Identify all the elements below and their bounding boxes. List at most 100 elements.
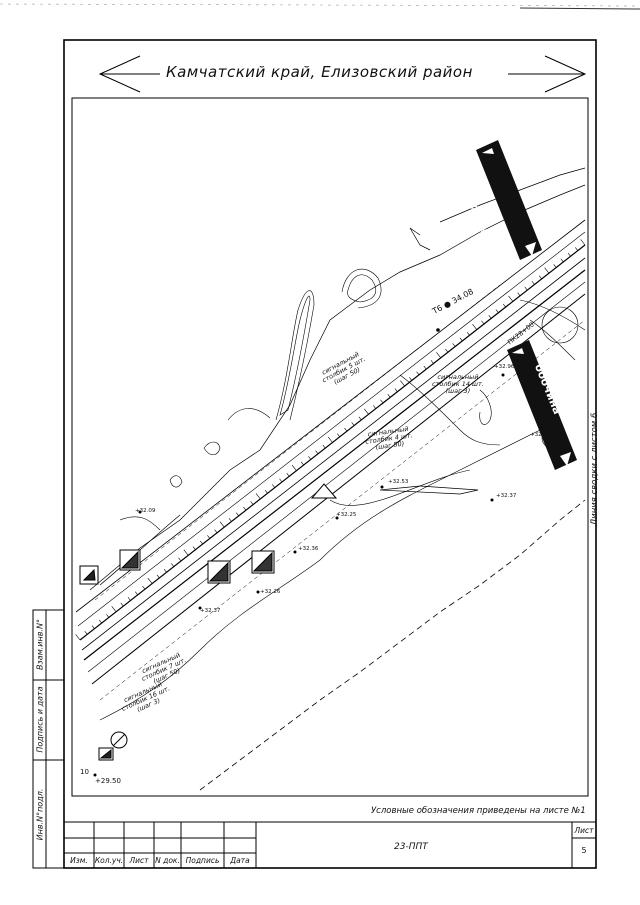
road-tick xyxy=(84,631,88,635)
road-tick xyxy=(466,331,470,336)
left-strip xyxy=(32,609,65,869)
road-ticks xyxy=(75,239,586,641)
road-tick xyxy=(472,323,478,330)
signal-post-2-line1: сигнальный xyxy=(437,373,479,381)
elevation-label: +32.53 xyxy=(388,479,409,485)
road-tick xyxy=(250,501,254,505)
road-tick xyxy=(430,360,434,364)
lane-arrow-plate-upper xyxy=(476,140,542,260)
road-tick xyxy=(394,388,398,392)
road-tick xyxy=(524,286,528,291)
col-kol-uch: Кол.уч. xyxy=(94,856,124,865)
road-tick xyxy=(553,264,557,268)
elevation-label: +32.25 xyxy=(336,512,357,518)
road-tick xyxy=(436,352,441,359)
road-tick xyxy=(351,422,355,426)
road-tick xyxy=(322,444,326,449)
road-tick xyxy=(364,408,369,415)
signal-post-2-line3: (шаг 3) xyxy=(445,387,471,395)
road-tick xyxy=(171,563,175,567)
road-tick xyxy=(337,433,340,438)
road-tick xyxy=(243,506,247,511)
signal-post-2-line2: столбик 14 шт. xyxy=(432,380,484,388)
road-tick xyxy=(488,315,492,319)
road-tick xyxy=(423,365,427,370)
road-tick xyxy=(183,549,189,556)
header-arrow xyxy=(98,55,587,93)
road-tick xyxy=(508,295,514,302)
elevation-points xyxy=(93,328,505,777)
road-tick xyxy=(178,557,182,562)
sheet-label: Лист xyxy=(574,826,594,835)
elevation-label: +32.09 xyxy=(135,508,156,514)
road-tick xyxy=(416,371,420,375)
road-tick xyxy=(567,252,571,257)
col-podpis: Подпись xyxy=(185,856,220,865)
elevation-label: +29.50 xyxy=(95,777,121,785)
road-tick xyxy=(219,521,225,528)
road-tick xyxy=(207,535,211,539)
road-tick xyxy=(142,585,146,590)
road-tick xyxy=(481,320,485,325)
title-block xyxy=(64,821,596,868)
road-corridor xyxy=(75,219,586,701)
road-tick xyxy=(255,493,261,500)
road-tick xyxy=(387,394,391,398)
legend-note: Условные обозначения приведены на листе … xyxy=(371,806,586,816)
elevation-label: +32.37 xyxy=(496,493,517,499)
road-tick xyxy=(199,540,203,545)
km-marker: 10 xyxy=(80,768,89,776)
col-list: Лист xyxy=(129,856,149,865)
left-strip-inv-sub: Взам.инв.N° xyxy=(35,619,45,670)
road-tick xyxy=(264,489,268,494)
road-tick xyxy=(291,465,297,471)
road-tick xyxy=(539,275,542,280)
road-tick xyxy=(358,416,362,421)
road-tick xyxy=(495,309,499,313)
road-tick xyxy=(380,399,384,404)
left-strip-sign-date: Подпись и дата xyxy=(35,686,45,753)
sheet-number: 5 xyxy=(581,846,587,855)
road-sign-symbols xyxy=(79,483,338,761)
document-code: 23-ППТ xyxy=(394,842,428,852)
road-tick xyxy=(120,602,124,607)
road-tick xyxy=(373,405,377,409)
road-tick xyxy=(409,377,413,381)
road-tick xyxy=(163,568,167,573)
road-tick xyxy=(575,247,579,251)
road-tick xyxy=(544,267,550,274)
road-tick xyxy=(580,239,586,246)
road-tick xyxy=(279,478,283,483)
col-izm: Изм. xyxy=(70,856,88,865)
road-tick xyxy=(327,436,333,443)
road-tick xyxy=(106,614,110,618)
road-tick xyxy=(214,529,218,533)
col-n-dok: N док. xyxy=(155,856,180,865)
contour-hills xyxy=(119,268,586,531)
road-tick xyxy=(315,450,319,454)
map-frame xyxy=(71,97,589,797)
road-tick xyxy=(127,597,131,601)
road-tick xyxy=(308,456,312,460)
road-tick xyxy=(452,343,456,347)
elevation-label: +32.26 xyxy=(260,589,281,595)
road-tick xyxy=(98,619,102,624)
road-tick xyxy=(156,574,160,579)
match-line-note: Линия сводки с листом 6 xyxy=(590,412,600,526)
road-tick xyxy=(236,512,239,517)
road-tick xyxy=(147,577,153,584)
road-tick xyxy=(517,292,521,296)
elevation-label: +32.37 xyxy=(200,608,221,614)
road-tick xyxy=(531,281,535,285)
road-tick xyxy=(502,303,506,308)
elevation-label: +32.96 xyxy=(494,364,515,370)
road-tick xyxy=(91,625,95,629)
signal-post-note-2: сигнальный столбик 14 шт. (шаг 3) xyxy=(432,374,484,395)
road-tick xyxy=(192,546,196,550)
col-data: Дата xyxy=(230,856,250,865)
road-tick xyxy=(300,461,304,466)
road-tick xyxy=(228,518,232,522)
elevation-label: +32.36 xyxy=(298,546,319,552)
road-tick xyxy=(111,606,117,612)
